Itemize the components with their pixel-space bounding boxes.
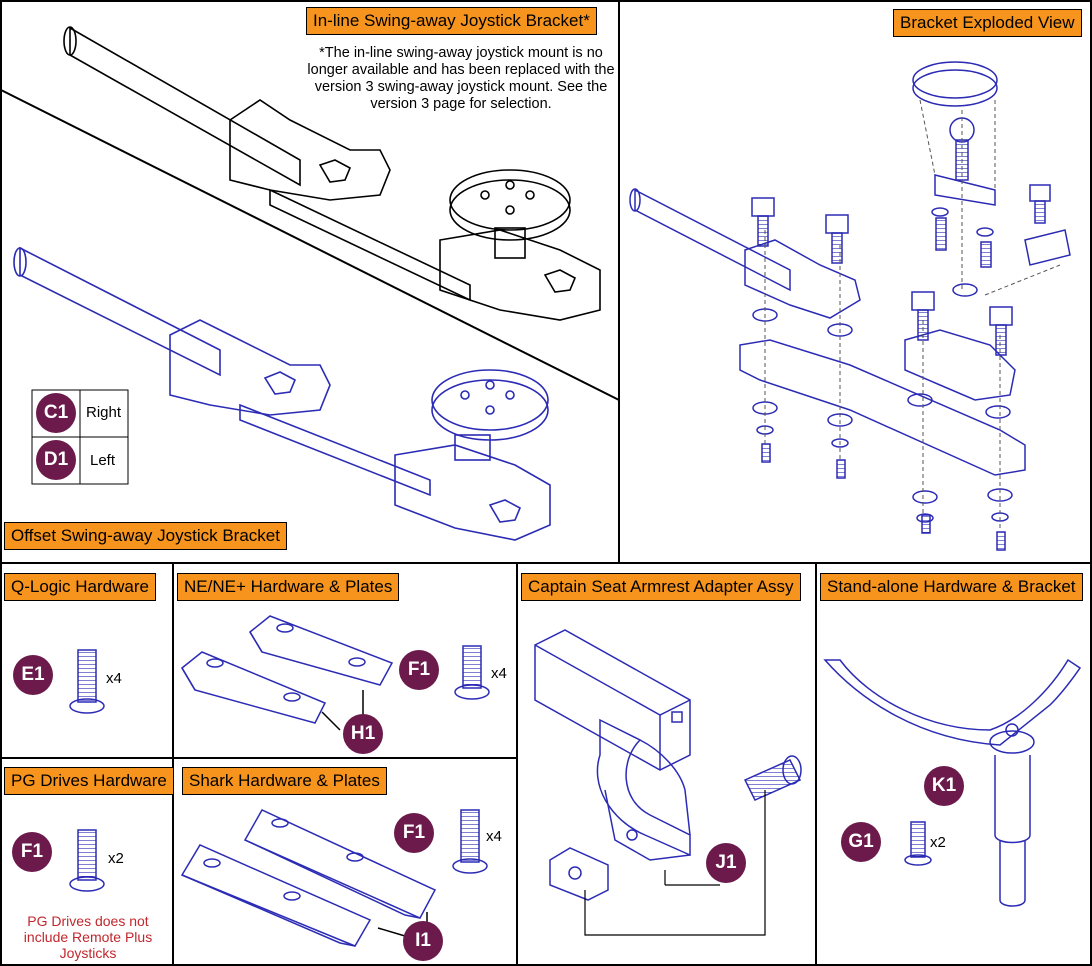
- exploded-view-drawing: [629, 61, 1071, 551]
- pg-screw-drawing: [69, 829, 105, 892]
- pg-title: PG Drives Hardware: [4, 767, 174, 795]
- ne-qty: x4: [491, 665, 507, 682]
- qlogic-qty: x4: [106, 670, 122, 687]
- callout-h1: H1: [343, 714, 383, 754]
- legend-table: [31, 389, 129, 485]
- captain-adapter-drawing: [534, 629, 802, 901]
- standalone-title: Stand-alone Hardware & Bracket: [820, 573, 1083, 601]
- offset-bracket-drawing: [13, 246, 551, 541]
- callout-i1: I1: [403, 921, 443, 961]
- ne-plates-drawing: [181, 615, 490, 731]
- exploded-view-title: Bracket Exploded View: [893, 9, 1082, 37]
- captain-title: Captain Seat Armrest Adapter Assy: [521, 573, 801, 601]
- inline-bracket-note: *The in-line swing-away joystick mount i…: [307, 45, 615, 112]
- legend-left-label: Left: [90, 452, 116, 469]
- inline-bracket-drawing: [63, 26, 601, 321]
- legend-right-label: Right: [86, 404, 122, 421]
- offset-bracket-title: Offset Swing-away Joystick Bracket: [4, 522, 287, 550]
- standalone-bracket-drawing: [823, 658, 1082, 907]
- callout-j1: J1: [706, 843, 746, 883]
- callout-d1: D1: [36, 440, 76, 480]
- pg-note: PG Drives does not include Remote Plus J…: [23, 913, 153, 961]
- qlogic-screw-drawing: [69, 649, 105, 714]
- standalone-qty: x2: [930, 834, 946, 851]
- callout-k1: K1: [924, 766, 964, 806]
- callout-f1-pg: F1: [12, 832, 52, 872]
- callout-e1: E1: [13, 655, 53, 695]
- shark-plates-drawing: [180, 809, 488, 947]
- callout-f1-shark: F1: [394, 813, 434, 853]
- callout-c1: C1: [36, 393, 76, 433]
- captain-leader-lines: [584, 790, 766, 936]
- qlogic-title: Q-Logic Hardware: [4, 573, 156, 601]
- callout-g1: G1: [841, 822, 881, 862]
- shark-qty: x4: [486, 828, 502, 845]
- pg-qty: x2: [108, 850, 124, 867]
- callout-f1-ne: F1: [399, 650, 439, 690]
- ne-title: NE/NE+ Hardware & Plates: [177, 573, 400, 601]
- shark-title: Shark Hardware & Plates: [182, 767, 387, 795]
- inline-bracket-title: In-line Swing-away Joystick Bracket*: [306, 7, 597, 35]
